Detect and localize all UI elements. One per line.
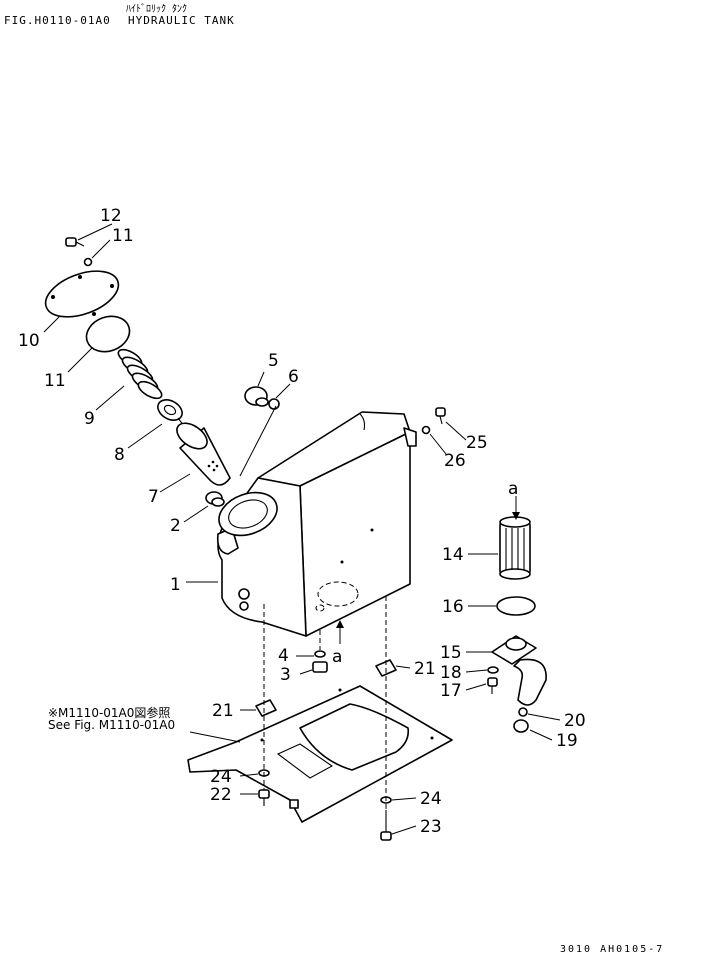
footer-code: 3010 AH0105-7 <box>560 944 665 955</box>
callout-23: 23 <box>420 817 442 837</box>
callout-22: 22 <box>210 785 232 805</box>
callout-25: 25 <box>466 433 488 453</box>
callout-14: 14 <box>442 545 464 565</box>
cover-bolt <box>65 237 85 247</box>
callout-21-right: 21 <box>414 659 436 679</box>
callout-4: 4 <box>278 646 289 666</box>
spacer-plate-left <box>255 699 277 717</box>
reference-note-english: See Fig. M1110-01A0 <box>48 718 176 732</box>
view-a-label-top: a <box>508 479 518 499</box>
drain-plug <box>244 386 269 407</box>
drain-plug-lower <box>513 719 529 733</box>
view-a-label-tank: a <box>332 647 342 667</box>
callout-10: 10 <box>18 331 40 351</box>
hydraulic-tank <box>216 411 417 637</box>
tank-mount-nut <box>312 661 328 673</box>
callout-17: 17 <box>440 681 462 701</box>
callout-13: 11 <box>112 226 134 246</box>
callout-7: 7 <box>148 487 159 507</box>
leader-lines <box>43 223 561 835</box>
kana-title: ﾊｲﾄﾞﾛﾘｯｸ ﾀﾝｸ <box>126 4 188 15</box>
mount-bolt-left <box>258 789 270 806</box>
callout-5: 5 <box>268 351 279 371</box>
flange-washer <box>487 666 499 674</box>
suction-strainer <box>499 516 531 580</box>
callout-9: 9 <box>84 409 95 429</box>
callout-19: 19 <box>556 731 578 751</box>
callout-2: 2 <box>170 516 181 536</box>
callout-18: 18 <box>440 663 462 683</box>
tank-plug <box>205 491 225 507</box>
callout-12: 12 <box>100 206 122 226</box>
bracket-bolt <box>435 407 446 425</box>
suction-pipe-flange <box>491 635 547 706</box>
callout-11: 11 <box>44 371 66 391</box>
callout-26: 26 <box>444 451 466 471</box>
callout-20: 20 <box>564 711 586 731</box>
callout-16: 16 <box>442 597 464 617</box>
figure-number: FIG.H0110-01A0 <box>4 14 111 27</box>
callout-24-right: 24 <box>420 789 442 809</box>
callout-3: 3 <box>280 665 291 685</box>
cover-o-ring <box>85 315 131 353</box>
callout-24-left: 24 <box>210 767 232 787</box>
tank-mount-washer <box>314 650 326 658</box>
cover-washer <box>83 257 93 267</box>
filter-element <box>176 422 231 486</box>
bypass-valve <box>157 399 185 427</box>
plug-o-ring <box>268 398 280 410</box>
callout-21-left: 21 <box>212 701 234 721</box>
bracket-washer <box>421 425 431 435</box>
flange-bolt <box>487 677 498 694</box>
callout-15: 15 <box>440 643 462 663</box>
figure-title: HYDRAULIC TANK <box>128 14 235 27</box>
strainer-o-ring <box>496 596 536 616</box>
tank-cover-plate <box>44 270 120 318</box>
drain-o-ring <box>518 707 528 717</box>
callout-6: 6 <box>288 367 299 387</box>
callout-1: 1 <box>170 575 181 595</box>
callout-8: 8 <box>114 445 125 465</box>
filter-spring <box>117 348 163 400</box>
reference-note-japanese: ※M1110-01A0図参照 <box>48 706 171 720</box>
